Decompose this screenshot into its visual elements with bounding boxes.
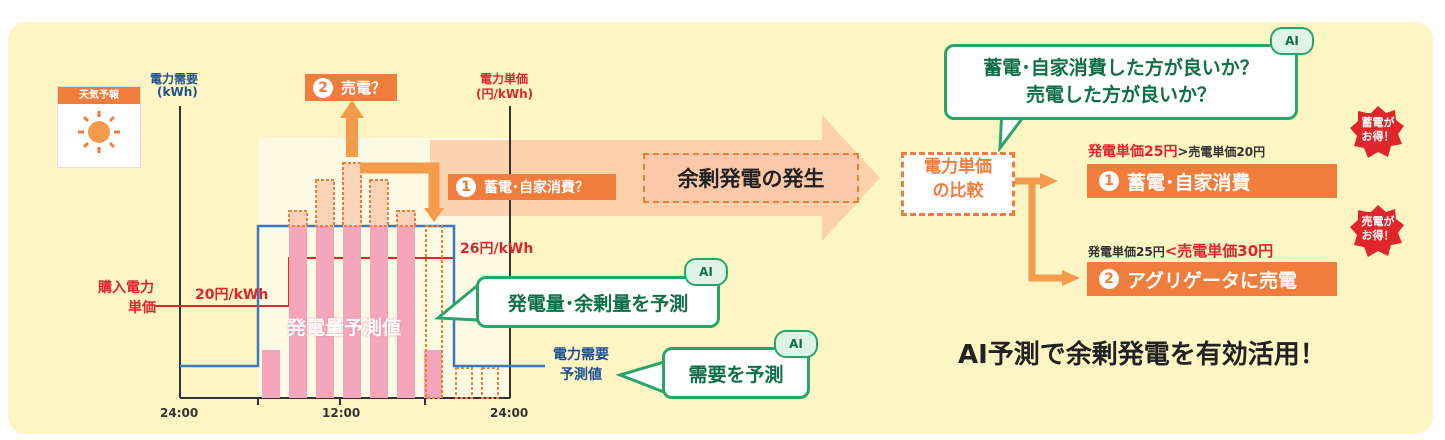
sun-icon [78,111,120,153]
surplus-bar [455,367,473,399]
purchase-price-label: 購入電力 [98,280,154,296]
badge-burst [1350,205,1404,257]
sell-option-text: 売電？ [341,79,387,97]
badge-line: お得！ [1361,130,1395,143]
left-axis-unit: (kWh) [157,85,198,99]
gen-bar [316,226,334,398]
price-high-label: 26円/kWh [460,241,534,257]
gen-bar [289,226,307,398]
question-callout: 蓄電･自家消費した方が良いか？ 売電した方が良いか？ [944,44,1298,120]
demand-forecast-label: 電力需要 [553,347,609,363]
badge-line: 蓄電が [1361,116,1395,129]
sell-arrow [346,117,358,157]
ai-badge: AI [774,330,818,358]
right-axis-label: 電力単価 [480,72,529,86]
result-number: 1 [1099,171,1119,191]
comparison-line: の比較 [932,181,984,201]
badge-burst [1350,106,1404,158]
surplus-bar [342,162,362,227]
surplus-bar [481,367,499,399]
comparison-sign: > [1177,145,1189,160]
result-2-badge: 売電が お得！ [1356,215,1400,243]
store-arrow-head [424,208,444,222]
surplus-generation-box: 余剰発電の発生 [643,153,859,203]
price-low-label: 20円/kWh [195,287,269,303]
question-line: 蓄電･自家消費した方が良いか？ [983,57,1259,79]
surplus-bar [369,179,389,227]
badge-line: 売電が [1361,215,1395,228]
result-arrow [1012,177,1062,282]
right-axis-unit: (円/kWh) [476,87,534,101]
sell-price: 売電単価30円 [1177,242,1274,260]
weather-label: 天気予報 [58,87,140,104]
gen-bar [370,226,388,398]
result-1-badge: 蓄電が お得！ [1356,116,1400,144]
generation-price: 発電単価25円 [1088,245,1165,259]
comparison-sign: < [1164,242,1178,260]
badge-line: お得！ [1361,229,1395,242]
price-comparison-box: 電力単価 の比較 [901,152,1015,216]
purchase-price-label: 単価 [128,300,156,316]
result-1-box: 1 蓄電･自家消費 [1087,164,1337,198]
option-number: 1 [456,177,476,197]
result-number: 2 [1099,269,1119,289]
conclusion-text: AI予測で余剰発電を有効活用！ [958,340,1326,370]
result-arrow-head [1062,270,1080,286]
gen-bar [424,350,442,398]
sell-option-box: 2 売電？ [305,74,397,101]
store-option-text: 蓄電･自家消費？ [484,180,589,196]
result-2-price-comparison: 発電単価25円<売電単価30円 [1088,240,1273,261]
gen-bar [262,350,280,398]
ai-badge: AI [1270,27,1314,55]
x-tick-label: 24:00 [490,406,529,420]
gen-forecast-callout: 発電量･余剰量を予測 [476,276,720,328]
surplus-bar [396,210,416,227]
result-2-text: アグリゲータに売電 [1127,269,1298,292]
result-1-price-comparison: 発電単価25円>売電単価20円 [1088,141,1265,161]
x-tick-label: 24:00 [160,406,199,420]
sell-price: 売電単価20円 [1188,145,1266,159]
ai-badge: AI [684,258,728,286]
result-arrow-head [1040,173,1058,189]
callout-pointer [615,359,666,395]
left-axis-label: 電力需要 [150,72,199,86]
demand-forecast-label: 予測値 [560,367,602,383]
generation-forecast-label: 発電量予測値 [287,317,402,339]
surplus-bar [425,225,443,399]
surplus-bar [288,210,308,227]
question-line: 売電した方が良いか？ [1025,84,1216,106]
result-2-box: 2 アグリゲータに売電 [1087,262,1337,296]
generation-price: 発電単価25円 [1088,144,1178,160]
option-number: 2 [313,77,333,98]
store-arrow [360,162,440,210]
comparison-line: 電力単価 [924,157,992,177]
x-tick-label: 12:00 [322,406,361,420]
result-1-text: 蓄電･自家消費 [1127,171,1251,194]
weather-forecast-card: 天気予報 [57,86,141,168]
surplus-bar [315,179,335,227]
gen-bar [343,226,361,398]
store-option-box: 1 蓄電･自家消費？ [448,174,616,200]
sell-arrow-head [340,100,364,118]
gen-bar [397,226,415,398]
